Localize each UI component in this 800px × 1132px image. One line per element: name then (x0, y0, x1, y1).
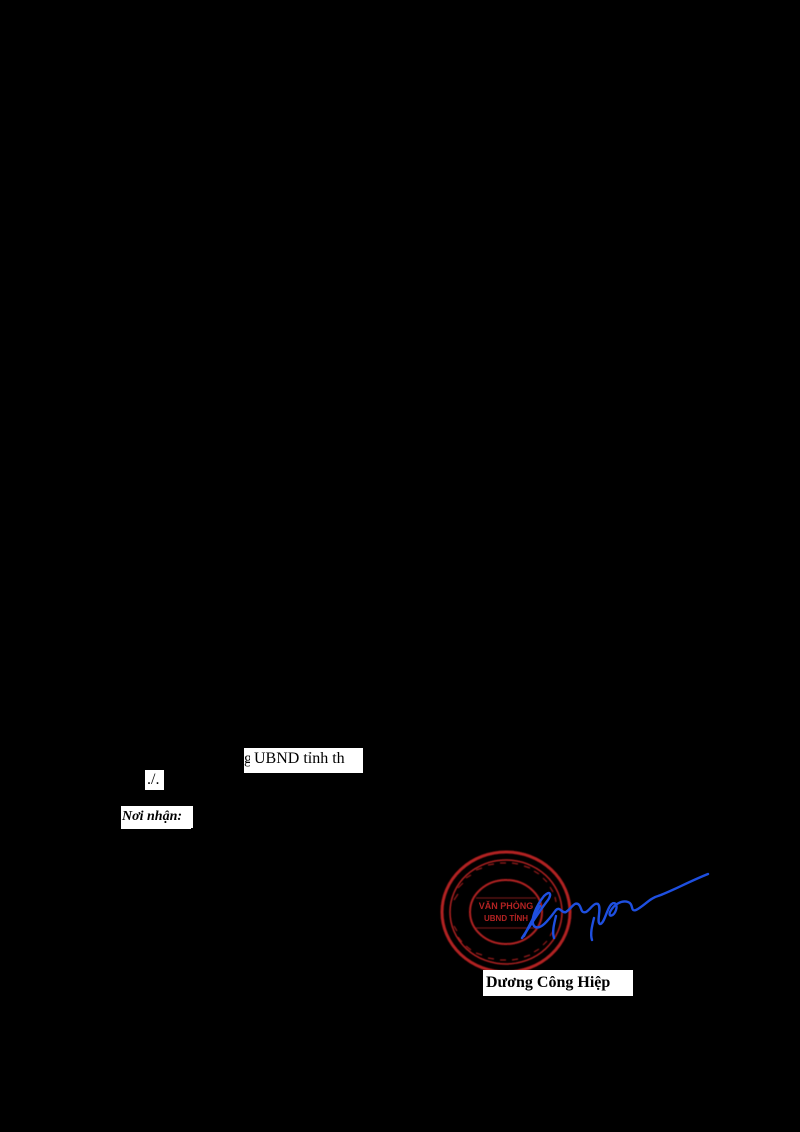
body-text-fragment: g UBND tỉnh th (244, 748, 363, 773)
cut-letter: g (244, 751, 250, 767)
body-text-visible: UBND tỉnh th (254, 750, 345, 767)
signer-name: Dương Công Hiệp (483, 970, 633, 996)
handwritten-signature-icon (520, 872, 710, 942)
seal-line-2: UBND TỈNH (484, 914, 528, 923)
recipients-heading-tail (121, 826, 191, 829)
closing-mark: ./. (145, 770, 164, 790)
recipients-heading: Nơi nhận: (121, 806, 193, 828)
seal-line-1: VĂN PHÒNG (479, 900, 534, 911)
